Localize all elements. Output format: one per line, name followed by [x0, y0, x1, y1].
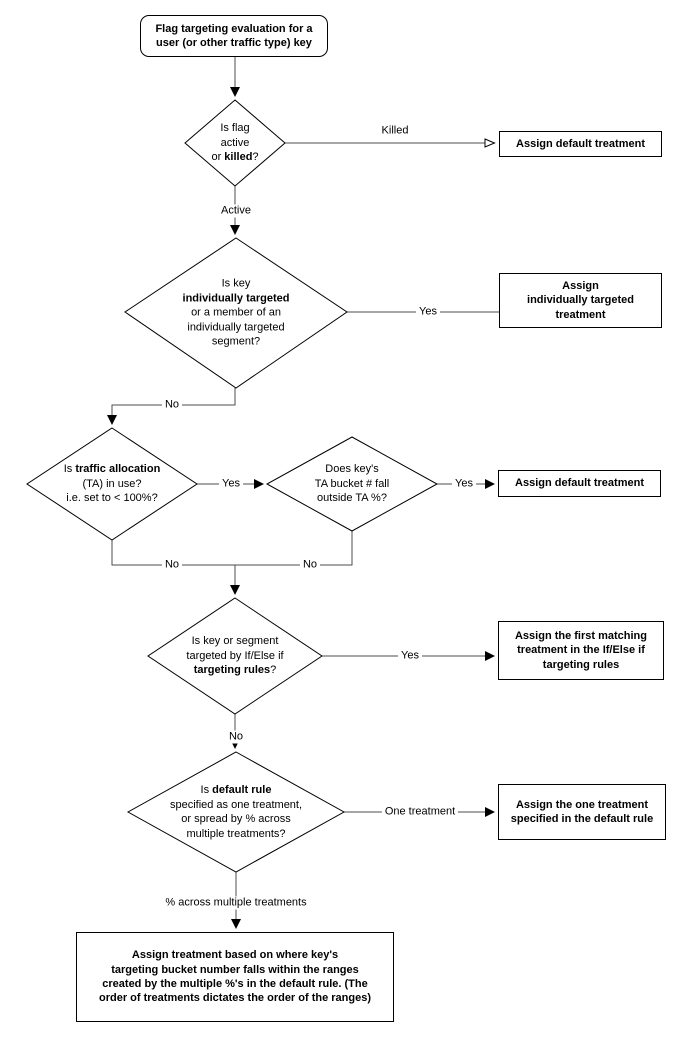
result-individually-targeted-treatment: Assign individually targeted treatment	[499, 273, 662, 328]
edge-label-no-outside-ta: No	[299, 558, 321, 572]
edge-label-no-rules: No	[225, 730, 247, 744]
result-first-matching-treatment: Assign the first matching treatment in t…	[498, 621, 664, 680]
edge-no-outside-ta	[235, 531, 353, 566]
decision-flag-active-shape	[184, 99, 286, 187]
edge-label-yes-outside-ta: Yes	[452, 477, 476, 491]
edge-label-percent-multiple: % across multiple treatments	[162, 896, 310, 910]
result-bucket-ranges-treatment: Assign treatment based on where key's ta…	[76, 932, 394, 1022]
decision-ta-bucket-shape	[265, 436, 439, 532]
edge-label-no-ta-in-use: No	[161, 558, 183, 572]
decision-default-rule-shape	[126, 751, 346, 873]
result-default-treatment-ta: Assign default treatment	[498, 470, 661, 497]
result-default-treatment-killed: Assign default treatment	[499, 131, 662, 157]
edge-label-yes-rules: Yes	[398, 649, 422, 663]
start-node: Flag targeting evaluation for a user (or…	[140, 15, 328, 57]
result-one-treatment-default-rule: Assign the one treatment specified in th…	[498, 784, 666, 840]
decision-targeting-rules-shape	[147, 597, 323, 715]
edge-label-active: Active	[218, 204, 254, 218]
edge-label-killed: Killed	[378, 124, 412, 138]
decision-traffic-allocation-shape	[26, 427, 198, 541]
edge-label-yes-ta-in-use: Yes	[219, 477, 243, 491]
edge-label-one-treatment: One treatment	[381, 805, 459, 819]
edge-no-ta-in-use	[111, 540, 235, 566]
edge-label-yes-individual: Yes	[416, 305, 440, 319]
decision-individually-targeted-shape	[124, 237, 348, 389]
edge-label-no-individual: No	[161, 398, 183, 412]
